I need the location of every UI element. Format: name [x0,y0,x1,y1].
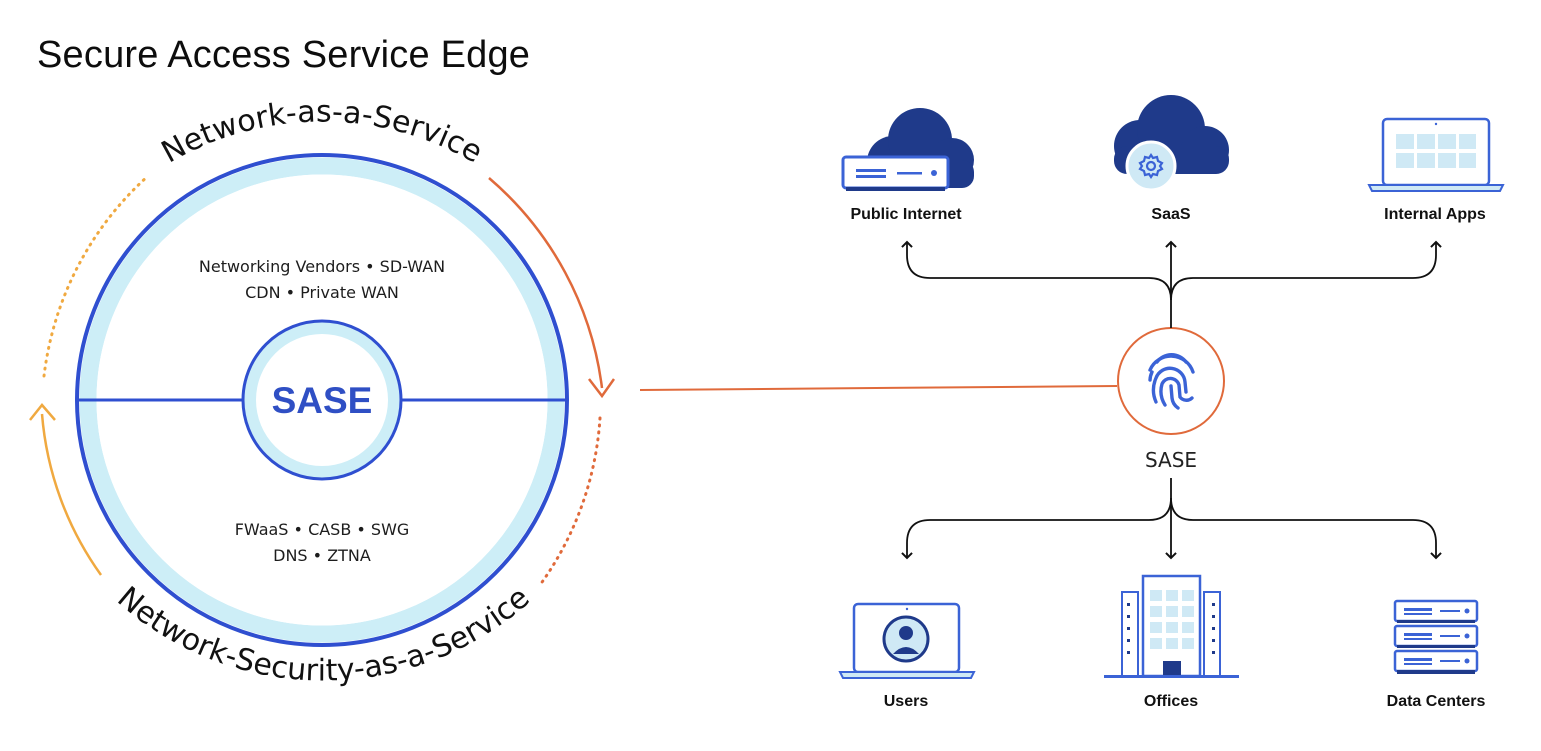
arrow-to-internal-apps [1170,240,1442,301]
orange-dotted-arc [538,416,602,587]
top-services-line-2: CDN • Private WAN [245,283,399,302]
top-services-line-1: Networking Vendors • SD-WAN [199,257,445,276]
ring-to-hub-connector [639,385,1118,391]
arrow-to-data-centers [1170,497,1442,560]
source-label-users: Users [884,693,929,710]
public-internet-icon [841,108,974,191]
gold-cycle-arrow [40,413,103,576]
orange-cycle-arrow [488,177,604,389]
orange-arrowhead [588,378,616,399]
core-label: SASE [272,380,373,421]
saas-icon [1114,95,1229,192]
arrow-to-users [901,497,1172,560]
bottom-services-line-1: FWaaS • CASB • SWG [235,520,410,539]
destination-connectors [901,240,1442,328]
offices-icon [1104,574,1239,678]
sase-ring-diagram: SASE Networking Vendors • SD-WAN CDN • P… [29,94,616,689]
source-label-data-centers: Data Centers [1387,693,1486,710]
hub-label: SASE [1145,448,1197,472]
source-connectors [901,478,1442,560]
gold-arrowhead [29,403,56,421]
fingerprint-icon [1148,352,1195,410]
arrow-to-public-internet [901,240,1172,301]
sase-hub: SASE [1117,327,1225,472]
bottom-services-line-2: DNS • ZTNA [273,546,371,565]
source-label-offices: Offices [1144,693,1198,710]
core-inner [256,334,388,466]
hub-circle [1117,327,1225,435]
gold-dotted-arc [42,174,150,378]
destination-label-saas: SaaS [1151,206,1190,223]
destination-label-public-internet: Public Internet [850,206,962,223]
destination-label-internal-apps: Internal Apps [1384,206,1486,223]
internal-apps-icon [1367,117,1505,192]
page-title: Secure Access Service Edge [37,34,531,76]
gear-icon [1125,140,1177,192]
users-icon [838,602,976,679]
data-centers-icon [1393,599,1479,674]
